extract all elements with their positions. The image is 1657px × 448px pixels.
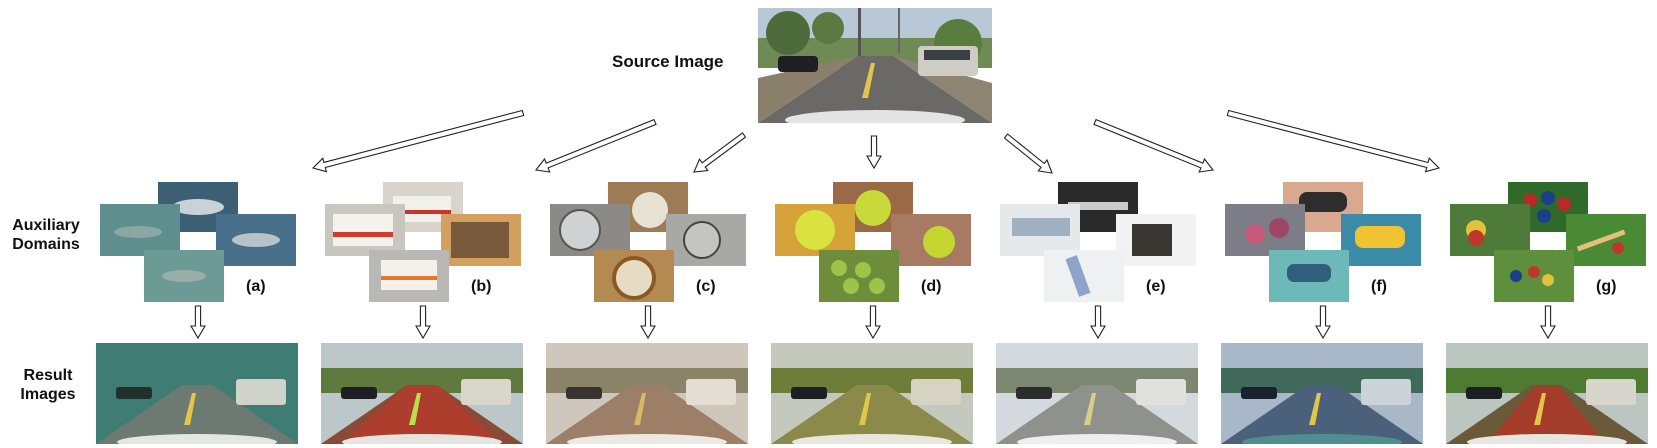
result-image-d [771, 343, 973, 444]
result-image-g [1446, 343, 1648, 444]
domain-letter: (d) [921, 278, 942, 295]
domain-group-e: (e) [1000, 182, 1200, 304]
domain-group-f: (f) [1225, 182, 1425, 304]
result-image-f [1221, 343, 1423, 444]
arrow-source-to-d [866, 135, 882, 170]
auxiliary-domains-label: Auxiliary Domains [12, 217, 80, 254]
domain-thumb [1566, 214, 1646, 266]
result-image-c [546, 343, 748, 444]
arrow-domain-to-result-g [1540, 305, 1556, 340]
result-image-a [96, 343, 298, 444]
arrow-source-to-f [1093, 118, 1215, 173]
arrow-domain-to-result-c [640, 305, 656, 340]
domain-thumb [1000, 204, 1080, 256]
domain-letter: (g) [1596, 278, 1617, 295]
domain-thumb [891, 214, 971, 266]
arrow-domain-to-result-b [415, 305, 431, 340]
arrow-source-to-c [693, 132, 747, 173]
domain-thumb [1341, 214, 1421, 266]
domain-thumb [1225, 204, 1305, 256]
arrow-source-to-e [1003, 133, 1053, 174]
domain-group-g: (g) [1450, 182, 1650, 304]
domain-thumb [775, 204, 855, 256]
domain-letter: (a) [246, 278, 266, 295]
domain-thumb [369, 250, 449, 302]
domain-thumb [819, 250, 899, 302]
domain-thumb [144, 250, 224, 302]
domain-thumb [666, 214, 746, 266]
domain-letter: (b) [471, 278, 492, 295]
domain-thumb [441, 214, 521, 266]
domain-group-c: (c) [550, 182, 750, 304]
domain-group-d: (d) [775, 182, 975, 304]
domain-thumb [550, 204, 630, 256]
domain-letter: (c) [696, 278, 716, 295]
source-image [758, 8, 992, 123]
domain-thumb [1044, 250, 1124, 302]
domain-thumb [216, 214, 296, 266]
domain-thumb [594, 250, 674, 302]
arrow-source-to-g [1226, 109, 1441, 173]
source-image-label: Source Image [612, 52, 724, 71]
domain-letter: (f) [1371, 278, 1387, 295]
domain-thumb [1269, 250, 1349, 302]
domain-thumb [1116, 214, 1196, 266]
domain-thumb [325, 204, 405, 256]
result-image-e [996, 343, 1198, 444]
domain-group-b: (b) [325, 182, 525, 304]
arrow-domain-to-result-f [1315, 305, 1331, 340]
domain-thumb [1494, 250, 1574, 302]
domain-thumb [100, 204, 180, 256]
arrow-domain-to-result-d [865, 305, 881, 340]
result-images-label: Result Images [20, 367, 76, 404]
arrow-source-to-b [534, 118, 657, 173]
arrow-domain-to-result-e [1090, 305, 1106, 340]
domain-group-a: (a) [100, 182, 300, 304]
domain-letter: (e) [1146, 278, 1166, 295]
domain-thumb [1450, 204, 1530, 256]
arrow-source-to-a [311, 109, 525, 173]
arrow-domain-to-result-a [190, 305, 206, 340]
result-image-b [321, 343, 523, 444]
